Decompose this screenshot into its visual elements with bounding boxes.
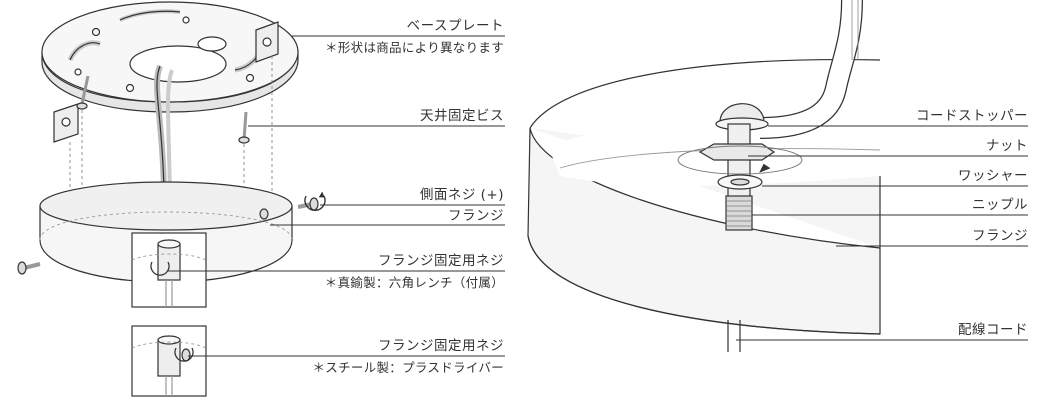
nipple-assembly: [677, 123, 803, 231]
wiring-cord: [727, 320, 741, 352]
flange-inset-1: [131, 232, 207, 308]
label-wiring-cord: 配線コード: [958, 322, 1028, 338]
label-flange-screw-2-note: ＊スチール製：プラスドライバー: [312, 360, 504, 375]
right-leader-lines: [736, 125, 1028, 341]
side-screw: [297, 191, 326, 212]
flange-inset-2: [131, 325, 207, 397]
cord-right: [759, 0, 863, 139]
label-washer: ワッシャー: [958, 168, 1028, 184]
ceiling-screw-left: [76, 75, 90, 110]
label-nipple: ニップル: [972, 197, 1028, 213]
label-base-plate-note: ＊形状は商品により異なります: [325, 40, 504, 55]
label-base-plate: ベースプレート: [406, 18, 504, 34]
nipple: [725, 195, 753, 231]
left-leader-lines: [168, 35, 505, 357]
label-flange-screw-1-note: ＊真鍮製：六角レンチ（付属）: [324, 275, 504, 290]
label-ceiling-screw: 天井固定ビス: [420, 108, 504, 124]
label-side-screw: 側面ネジ (+): [419, 187, 504, 203]
label-flange-right: フランジ: [972, 228, 1028, 244]
base-plate: [41, 1, 299, 143]
label-flange-left: フランジ: [448, 208, 504, 224]
label-cord-stopper: コードストッパー: [916, 108, 1028, 124]
ceiling-screw-right: [238, 111, 250, 144]
label-flange-screw-1: フランジ固定用ネジ: [378, 253, 504, 269]
label-nut: ナット: [986, 138, 1028, 154]
label-flange-screw-2: フランジ固定用ネジ: [378, 338, 504, 354]
small-screw-left: [17, 261, 41, 275]
